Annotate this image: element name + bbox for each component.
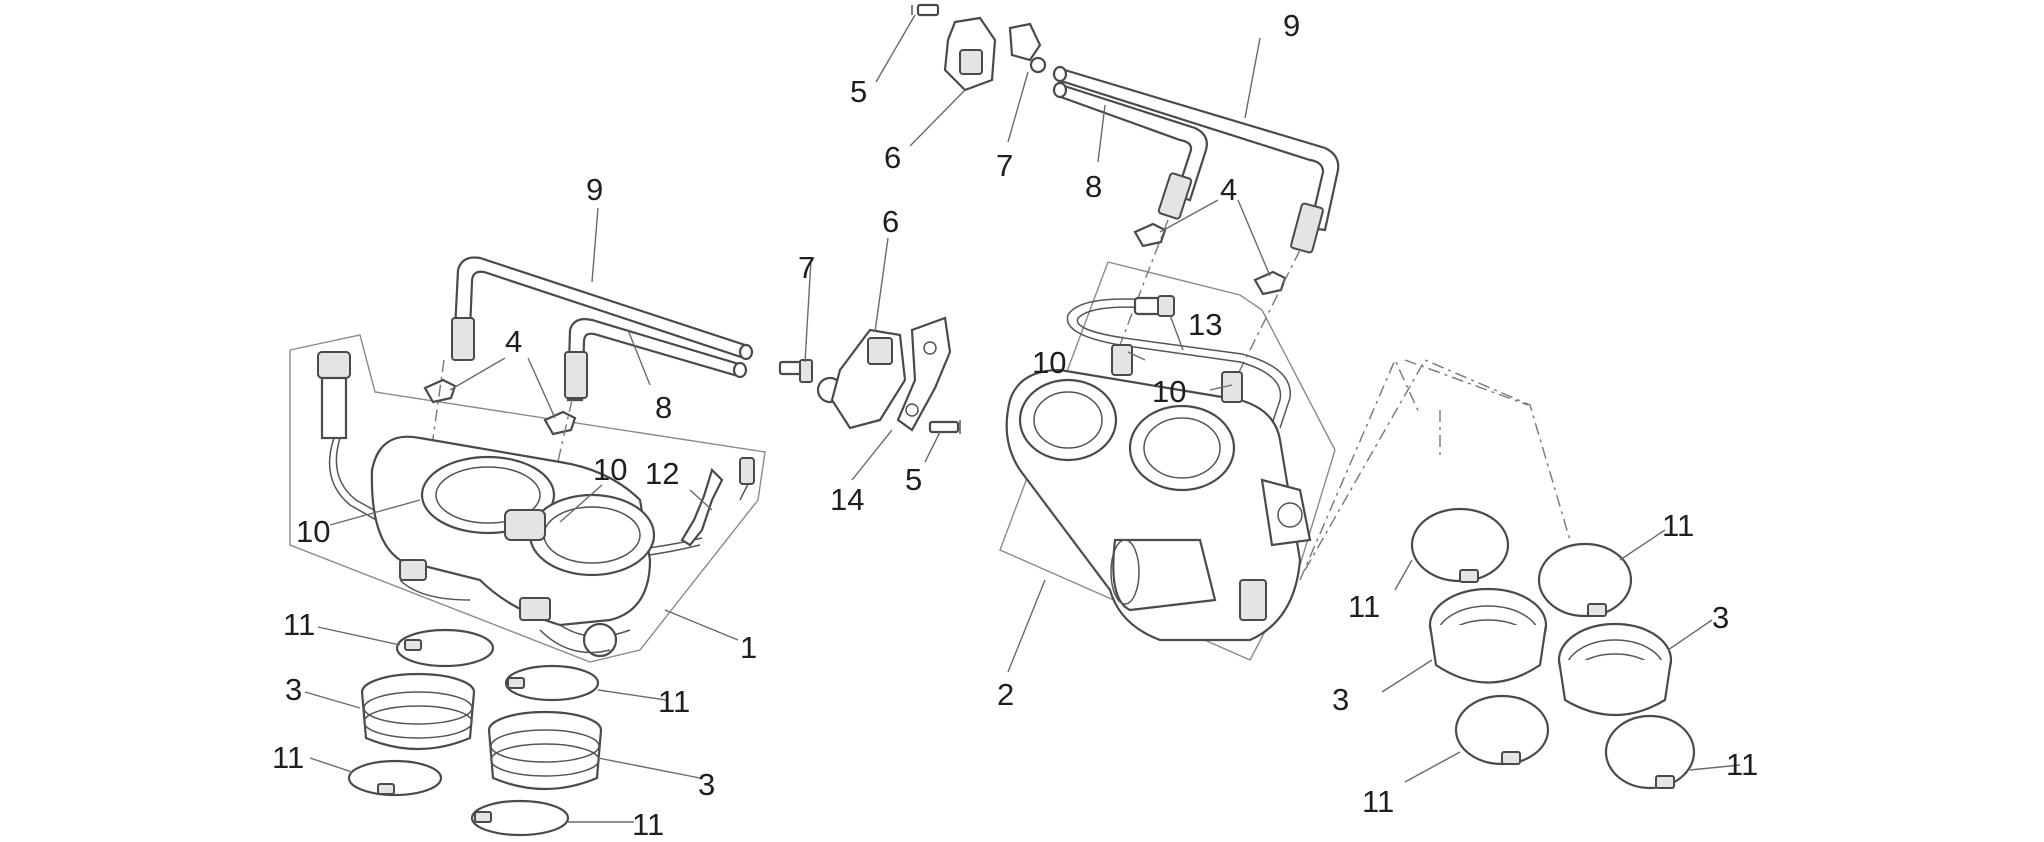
callout-8-right: 8 bbox=[1085, 169, 1102, 204]
callout-12: 12 bbox=[645, 456, 679, 491]
left-fuel-rail-lower bbox=[564, 318, 748, 402]
callout-10-left-a: 10 bbox=[296, 514, 330, 549]
middle-bolt bbox=[928, 420, 961, 434]
callout-10-right-b: 10 bbox=[1152, 374, 1186, 409]
callout-8-left: 8 bbox=[655, 390, 672, 425]
callout-10-right-a: 10 bbox=[1032, 345, 1066, 380]
callout-11-left-c: 11 bbox=[658, 684, 690, 719]
callout-4-right: 4 bbox=[1220, 172, 1237, 207]
callout-14: 14 bbox=[830, 482, 864, 517]
callout-3-right-b: 3 bbox=[1712, 600, 1729, 635]
leader-lines bbox=[304, 14, 1741, 823]
top-sensor bbox=[943, 16, 997, 92]
callout-11-right-c: 11 bbox=[1362, 784, 1394, 819]
callout-5-middle: 5 bbox=[905, 462, 922, 497]
callout-4-left: 4 bbox=[505, 324, 522, 359]
right-throttle-body bbox=[1005, 344, 1312, 642]
right-fuel-rail bbox=[1052, 65, 1340, 254]
left-clip-2 bbox=[543, 410, 577, 436]
callout-3-left-a: 3 bbox=[285, 672, 302, 707]
right-assembly-outline bbox=[999, 261, 1336, 661]
left-assembly-outline bbox=[289, 334, 766, 663]
callout-3-right-a: 3 bbox=[1332, 682, 1349, 717]
left-assembly bbox=[289, 256, 766, 837]
right-boot-2 bbox=[1557, 622, 1673, 716]
right-fuel-line bbox=[1066, 295, 1291, 431]
middle-sensor bbox=[830, 328, 907, 430]
callout-labels: 9 8 4 10 10 12 1 11 3 11 11 3 11 5 6 7 6… bbox=[272, 8, 1758, 842]
left-clamp-4 bbox=[470, 799, 570, 837]
callout-11-right-b: 11 bbox=[1662, 508, 1694, 543]
callout-11-left-b: 11 bbox=[272, 740, 304, 775]
callout-7-middle: 7 bbox=[798, 250, 815, 285]
callout-9-left: 9 bbox=[586, 172, 603, 207]
right-clamp-1 bbox=[1410, 507, 1510, 583]
top-sensor-small bbox=[1008, 22, 1047, 74]
callout-3-left-b: 3 bbox=[698, 767, 715, 802]
left-clamp-2 bbox=[347, 759, 443, 797]
callout-11-left-a: 11 bbox=[283, 607, 315, 642]
left-clamp-3 bbox=[504, 664, 600, 702]
left-boot-2 bbox=[487, 710, 603, 791]
left-clamp-1 bbox=[395, 628, 495, 668]
right-boot-1 bbox=[1428, 587, 1548, 684]
left-boot-1 bbox=[360, 672, 476, 751]
right-clamp-2 bbox=[1454, 694, 1550, 766]
right-clamp-3 bbox=[1537, 542, 1633, 618]
left-fitting bbox=[680, 457, 755, 547]
callout-5-top: 5 bbox=[850, 74, 867, 109]
right-fuel-rail-lower bbox=[1052, 81, 1208, 220]
left-fuel-rail bbox=[451, 256, 754, 361]
center-sensors bbox=[778, 3, 1047, 434]
top-bolt bbox=[911, 3, 940, 17]
right-clamp-4 bbox=[1604, 714, 1696, 790]
callout-6-top: 6 bbox=[884, 140, 901, 175]
right-clip-1 bbox=[1133, 222, 1167, 248]
callout-11-right-d: 11 bbox=[1726, 747, 1758, 782]
right-clip-2 bbox=[1253, 270, 1287, 296]
right-assembly bbox=[999, 65, 1696, 790]
callout-7-top: 7 bbox=[996, 148, 1013, 183]
left-throttle-body bbox=[370, 435, 656, 658]
callout-6-middle: 6 bbox=[882, 204, 899, 239]
callout-11-left-d: 11 bbox=[632, 807, 664, 842]
callout-10-left-b: 10 bbox=[593, 452, 627, 487]
callout-11-right-a: 11 bbox=[1348, 589, 1380, 624]
callout-9-right: 9 bbox=[1283, 8, 1300, 43]
gasket-plate bbox=[896, 316, 952, 432]
callout-2: 2 bbox=[997, 677, 1014, 712]
callout-1: 1 bbox=[740, 630, 757, 665]
callout-13: 13 bbox=[1188, 307, 1222, 342]
